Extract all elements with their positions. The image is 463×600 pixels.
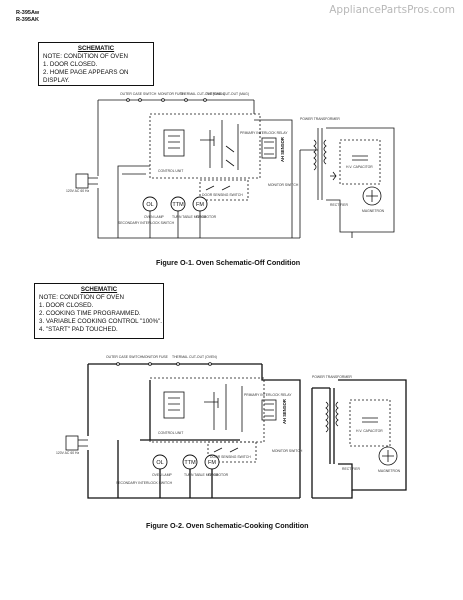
control-unit-label: CONTROL UNIT	[158, 169, 183, 173]
hv-capacitor-box	[339, 139, 381, 185]
thermal-cutout-mag-icon	[203, 98, 207, 102]
watermark: AppliancePartsPros.com	[329, 4, 455, 16]
thermal-cutout-label: THERMAL CUT-OUT (OVEN)	[172, 355, 217, 359]
model-number-line-2: R-395AK	[16, 17, 39, 23]
ah-sensor-coil	[261, 137, 277, 159]
ol-label: OL	[156, 460, 163, 466]
turntable-motor-icon	[170, 196, 186, 212]
turntable-motor-icon	[182, 454, 198, 470]
magnetron-label: MAGNETRON	[378, 469, 401, 473]
oven-lamp-icon	[142, 196, 158, 212]
ol-label: OL	[146, 202, 153, 208]
monitor-fuse-icon	[148, 362, 152, 366]
note-line: NOTE: CONDITION OF OVEN	[39, 294, 124, 301]
wire	[87, 450, 300, 499]
ah-sensor-label: AH SENSOR	[282, 399, 287, 424]
fm-label: FM	[196, 202, 204, 208]
ah-sensor-coil	[261, 399, 277, 421]
outer-case-switch-icon	[116, 362, 120, 366]
note-line: DISPLAY.	[43, 77, 70, 84]
fan-motor-icon	[204, 454, 220, 470]
thermal-cutout-icon	[184, 98, 188, 102]
fan-motor-icon	[192, 196, 208, 212]
rectifier-label: RECTIFIER	[342, 467, 360, 471]
note-line: 1. DOOR CLOSED.	[43, 61, 98, 68]
turntable-motor-label: TURN TABLE MOTOR	[172, 215, 207, 219]
power-transformer-label: POWER TRANSFORMER	[300, 117, 340, 121]
power-plug-icon	[75, 173, 89, 189]
oven-lamp-label: OVEN LAMP	[152, 473, 173, 477]
note-line: 4. "START" PAD TOUCHED.	[39, 326, 118, 333]
thermal-cutout-label: THERMAL CUT-OUT (OVEN)	[180, 92, 225, 96]
secondary-interlock-label: SECONDARY INTERLOCK SWITCH	[116, 481, 173, 485]
hv-capacitor-label: H.V. CAPACITOR	[346, 165, 373, 169]
interlock-area	[207, 441, 257, 463]
supply-label: 120V AC 60 Hz	[56, 451, 79, 455]
thermal-cutout-icon	[176, 362, 180, 366]
door-sensing-label: DOOR SENSING SWITCH	[210, 455, 251, 459]
ttm-label: TTM	[184, 460, 196, 466]
fan-motor-label: FAN MOTOR	[196, 215, 217, 219]
control-unit-label: CONTROL UNIT	[158, 431, 183, 435]
supply-label: 120V AC 60 Hz	[66, 189, 89, 193]
monitor-fuse-icon	[161, 98, 165, 102]
magnetron-label: MAGNETRON	[362, 209, 385, 213]
door-sensing-label: DOOR SENSING SWITCH	[202, 193, 243, 197]
schematic-diagram-off: OL TTM FM OUTER CASE SWITCH MONITOR FUSE…	[66, 92, 395, 239]
control-unit-box	[149, 113, 261, 179]
ah-sensor-label: AH SENSOR	[280, 137, 285, 162]
note-line: 2. HOME PAGE APPEARS ON	[43, 69, 129, 76]
ttm-label: TTM	[172, 202, 184, 208]
monitor-fuse-label: MONITOR FUSE	[158, 92, 185, 96]
monitor-switch-label: MONITOR SWITCH	[268, 183, 299, 187]
note-line: NOTE: CONDITION OF OVEN	[43, 53, 128, 60]
outer-case-switch-icon	[126, 98, 130, 102]
note-title: SCHEMATIC	[77, 45, 115, 52]
hv-capacitor-box	[349, 399, 391, 447]
note-line: 3. VARIABLE COOKING CONTROL "100%".	[39, 318, 163, 325]
oven-lamp-label: OVEN LAMP	[144, 215, 165, 219]
schematic-note-box-1: SCHEMATIC NOTE: CONDITION OF OVEN 1. DOO…	[38, 42, 154, 86]
control-unit-box	[149, 377, 265, 443]
magnetron-icon	[362, 186, 382, 206]
interlock-area	[199, 179, 249, 201]
oven-lamp-icon	[152, 454, 168, 470]
thermal-cutout-mag-label: THERMAL CUT-OUT (MAG)	[206, 92, 249, 96]
note-title: SCHEMATIC	[80, 286, 118, 293]
magnetron-icon	[378, 446, 398, 466]
power-plug-icon	[65, 435, 79, 451]
secondary-interlock-label: SECONDARY INTERLOCK SWITCH	[118, 221, 175, 225]
fan-motor-label: FAN MOTOR	[208, 473, 229, 477]
figure-2-caption: Figure O-2. Oven Schematic-Cooking Condi…	[146, 521, 309, 530]
model-number-line-1: R-395Aw	[16, 10, 40, 16]
figure-1-caption: Figure O-1. Oven Schematic-Off Condition	[156, 258, 301, 267]
turntable-motor-label: TURN TABLE MOTOR	[184, 473, 219, 477]
monitor-switch-label: MONITOR SWITCH	[272, 449, 303, 453]
rectifier-label: RECTIFIER	[330, 203, 348, 207]
schematic-note-box-2: SCHEMATIC NOTE: CONDITION OF OVEN 1. DOO…	[34, 283, 164, 339]
relay-block	[163, 391, 185, 419]
hv-capacitor-label: H.V. CAPACITOR	[356, 429, 383, 433]
primary-interlock-label: PRIMARY INTERLOCK RELAY	[240, 131, 288, 135]
relay-block	[163, 129, 185, 157]
monitor-fuse-label: MONITOR FUSE	[142, 355, 169, 359]
outer-case-switch-label: OUTER CASE SWITCH	[106, 355, 143, 359]
fm-label: FM	[208, 460, 216, 466]
power-transformer-label: POWER TRANSFORMER	[312, 375, 352, 379]
wire	[97, 188, 300, 239]
note-line: 1. DOOR CLOSED.	[39, 302, 94, 309]
outer-case-switch-label: OUTER CASE SWITCH	[120, 92, 157, 96]
note-line: 2. COOKING TIME PROGRAMMED.	[39, 310, 141, 317]
primary-interlock-label: PRIMARY INTERLOCK RELAY	[244, 393, 292, 397]
